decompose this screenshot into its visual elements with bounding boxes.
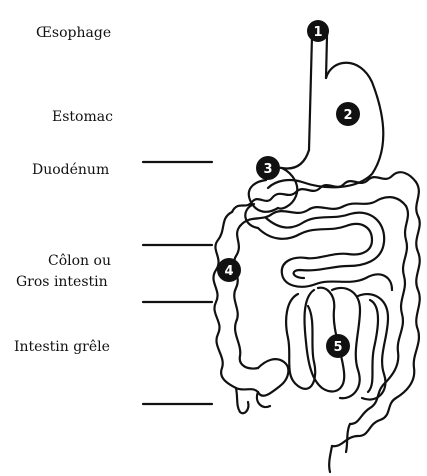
marker-4: 4 xyxy=(217,258,241,282)
marker-3: 3 xyxy=(256,156,280,180)
marker-5-label: 5 xyxy=(333,340,342,355)
marker-4-label: 4 xyxy=(224,264,233,279)
marker-2: 2 xyxy=(336,102,360,126)
colon-transverse xyxy=(232,172,416,212)
marker-1-label: 1 xyxy=(313,25,322,40)
marker-2-label: 2 xyxy=(343,108,352,123)
marker-5: 5 xyxy=(326,334,350,358)
small-intestine-upper xyxy=(258,224,392,290)
colon-descending-inner xyxy=(350,206,408,424)
rectum xyxy=(329,424,350,472)
oesophagus xyxy=(309,36,327,150)
colon-ascending-inner xyxy=(234,226,258,369)
marker-3-label: 3 xyxy=(263,162,272,177)
small-intestine-upper-inner xyxy=(266,213,384,278)
small-intestine-exit xyxy=(257,359,288,407)
appendix xyxy=(236,388,248,413)
marker-1: 1 xyxy=(307,20,329,42)
